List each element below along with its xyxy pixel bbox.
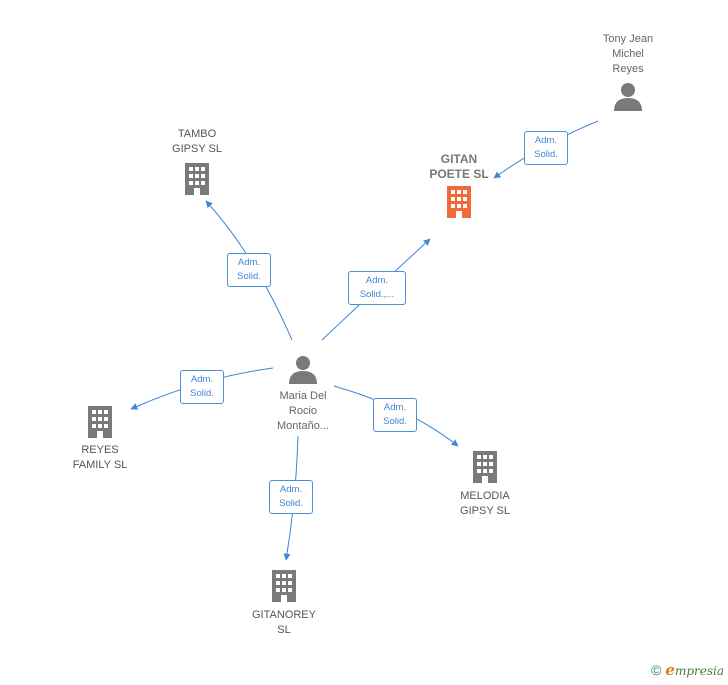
edge-label-maria-tambo: Adm. Solid.: [227, 253, 271, 287]
brand-logo: empresia: [665, 661, 724, 679]
copyright-icon: ©: [651, 662, 662, 678]
company-name: TAMBO GIPSY SL: [172, 128, 222, 155]
node-tony-reyes[interactable]: Tony Jean Michel Reyes: [588, 32, 668, 115]
edge-label-maria-gitanorey: Adm. Solid.: [269, 480, 313, 514]
company-name: MELODIA GIPSY SL: [460, 490, 510, 517]
node-reyes-family[interactable]: REYES FAMILY SL: [55, 404, 145, 473]
footer-brand: © empresia: [651, 661, 724, 679]
person-name: Maria Del Rocio Montaño...: [277, 390, 329, 432]
person-name: Tony Jean Michel Reyes: [602, 33, 654, 75]
building-icon: [447, 186, 471, 218]
edge-label-maria-gitan: Adm. Solid.,...: [348, 271, 406, 305]
node-maria-montano[interactable]: Maria Del Rocio Montaño...: [258, 352, 348, 434]
edge-label-maria-melodia: Adm. Solid.: [373, 398, 417, 432]
company-name: GITAN POETE SL: [429, 152, 489, 181]
building-icon: [272, 570, 296, 602]
edge-label-tony-gitan: Adm. Solid.: [524, 131, 568, 165]
node-gitan-poete[interactable]: GITAN POETE SL: [414, 152, 504, 220]
building-icon: [473, 451, 497, 483]
node-melodia-gipsy[interactable]: MELODIA GIPSY SL: [440, 449, 530, 519]
person-icon: [289, 356, 317, 384]
person-icon: [614, 83, 642, 111]
edge-label-maria-reyes: Adm. Solid.: [180, 370, 224, 404]
building-icon: [185, 163, 209, 195]
node-tambo-gipsy[interactable]: TAMBO GIPSY SL: [152, 127, 242, 197]
company-name: GITANOREY SL: [252, 609, 316, 636]
company-name: REYES FAMILY SL: [72, 444, 128, 471]
building-icon: [88, 406, 112, 438]
node-gitanorey[interactable]: GITANOREY SL: [239, 568, 329, 638]
